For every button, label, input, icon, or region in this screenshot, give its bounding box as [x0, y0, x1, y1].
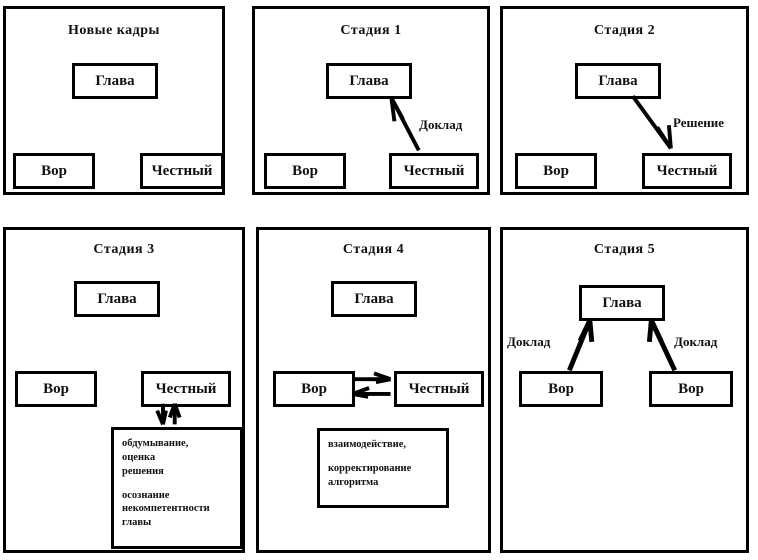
- panel-title: Стадия 5: [593, 242, 656, 257]
- note-line: решения: [122, 465, 164, 477]
- node-thief-right: Вор: [649, 371, 733, 407]
- node-honest: Честный: [394, 371, 484, 407]
- panel-stage-2: Стадия 2 Глава Вор Честный Решение: [500, 6, 749, 195]
- node-thief: Вор: [264, 153, 346, 189]
- arrowhead-down: [155, 409, 168, 426]
- note-line: некомпетентности: [122, 503, 210, 515]
- note-line: осознание: [122, 489, 170, 501]
- node-thief: Вор: [515, 153, 597, 189]
- note-line: оценка: [122, 451, 156, 463]
- panel-stage-1: Стадия 1 Глава Вор Честный Доклад: [252, 6, 490, 195]
- note-line: обдумывание,: [122, 438, 189, 449]
- node-honest: Честный: [140, 153, 224, 189]
- node-thief: Вор: [273, 371, 355, 407]
- node-honest: Честный: [141, 371, 231, 407]
- panel-title: Стадия 2: [593, 23, 656, 38]
- note-line: главы: [122, 517, 152, 529]
- note-line: алгоритма: [328, 476, 379, 488]
- node-honest: Честный: [642, 153, 732, 189]
- edge-thief-left-to-head: [567, 319, 593, 372]
- arrowhead-right: [373, 371, 392, 385]
- node-head: Глава: [74, 281, 160, 317]
- note-paragraph-1: обдумывание, оценка решения: [122, 437, 232, 479]
- arrowhead-up-left: [577, 319, 595, 343]
- note-paragraph-1: взаимодействие,: [328, 438, 438, 452]
- edge-label-report-left: Доклад: [507, 334, 551, 349]
- panel-stage-4: Стадия 4 Глава Вор Честный взаимодействи…: [256, 227, 491, 553]
- edge-head-to-honest: [631, 95, 673, 150]
- node-head: Глава: [331, 281, 417, 317]
- panel-title: Новые кадры: [68, 23, 160, 38]
- reflection-note: обдумывание, оценка решения осознание не…: [111, 427, 243, 549]
- edge-label-decision: Решение: [673, 115, 725, 130]
- node-thief: Вор: [13, 153, 95, 189]
- interaction-note: взаимодействие, корректирование алгоритм…: [317, 428, 449, 508]
- arrowhead-left: [351, 386, 370, 399]
- node-head: Глава: [72, 63, 158, 99]
- note-line: взаимодействие,: [328, 439, 406, 450]
- edge-honest-to-head: [389, 97, 421, 152]
- node-honest: Честный: [389, 153, 479, 189]
- node-thief: Вор: [15, 371, 97, 407]
- panel-new-staff: Новые кадры Глава Вор Честный: [3, 6, 225, 195]
- note-paragraph-2: осознание некомпетентности главы: [122, 489, 232, 531]
- note-paragraph-2: корректирование алгоритма: [328, 462, 438, 490]
- node-thief-left: Вор: [519, 371, 603, 407]
- edge-label-report-right: Доклад: [674, 334, 718, 349]
- panel-stage-3: Стадия 3 Глава Вор Честный обдумывание, …: [3, 227, 245, 553]
- arrowhead-down: [655, 125, 673, 150]
- note-line: корректирование: [328, 462, 412, 474]
- node-head: Глава: [579, 285, 665, 321]
- node-head: Глава: [575, 63, 661, 99]
- arrowhead-up-right: [646, 319, 664, 343]
- node-head: Глава: [326, 63, 412, 99]
- panel-title: Стадия 4: [342, 242, 405, 257]
- arrowhead-up: [389, 97, 405, 122]
- panel-stage-5: Стадия 5 Глава Вор Вор Доклад Доклад: [500, 227, 749, 553]
- panel-title: Стадия 3: [93, 242, 155, 257]
- edge-thief-right-to-head: [649, 319, 677, 372]
- panel-title: Стадия 1: [340, 23, 402, 38]
- edge-label-report: Доклад: [419, 117, 463, 132]
